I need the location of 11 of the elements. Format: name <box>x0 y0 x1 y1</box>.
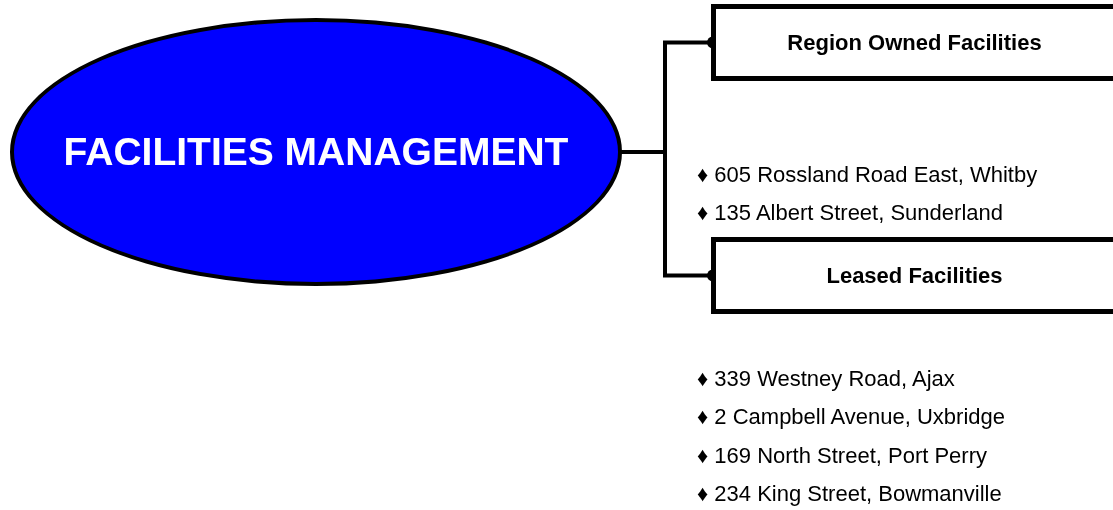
process-box <box>711 237 1113 314</box>
address-text: ♦ 2 Campbell Avenue, Uxbridge <box>697 404 1005 430</box>
box-label: Region Owned Facilities <box>787 29 1042 56</box>
address-text: ♦ 339 Westney Road, Ajax <box>697 366 955 392</box>
box-label: Leased Facilities <box>826 262 1003 289</box>
address-text: ♦ 135 Albert Street, Sunderland <box>697 200 1003 226</box>
address-text: ♦ 169 North Street, Port Perry <box>697 443 987 469</box>
process-box <box>711 4 1113 81</box>
address-text: ♦ 234 King Street, Bowmanville <box>697 481 1002 507</box>
title-text: FACILITIES MANAGEMENT <box>63 130 569 174</box>
address-text: ♦ 605 Rossland Road East, Whitby <box>697 162 1038 188</box>
